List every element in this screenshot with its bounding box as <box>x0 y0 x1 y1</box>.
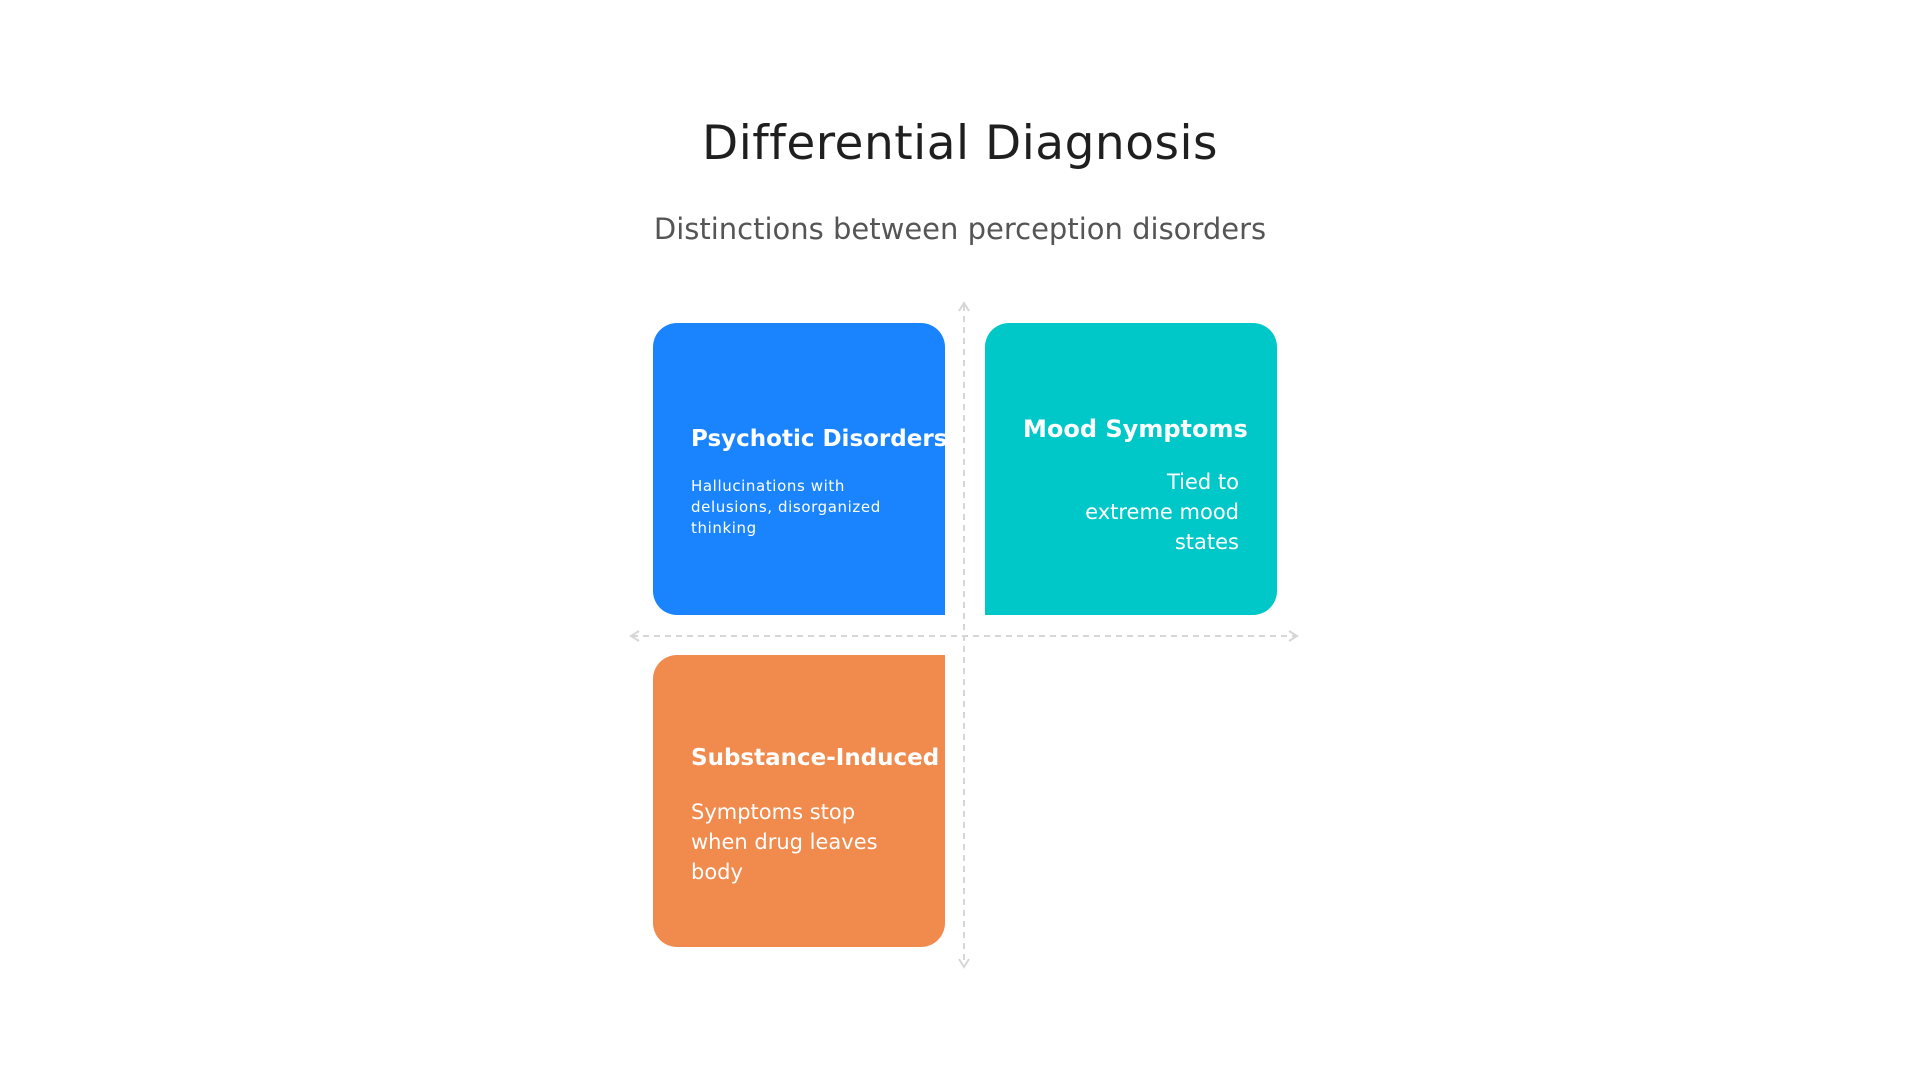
quadrant-title: Substance-Induced <box>691 745 940 771</box>
quadrant-substance-induced: Substance-Induced Symptoms stop when dru… <box>653 655 945 947</box>
horizontal-axis-left-arrow <box>629 630 640 642</box>
slide-title: Differential Diagnosis <box>702 116 1218 171</box>
quadrant-psychotic-disorders: Psychotic Disorders Hallucinations with … <box>653 323 948 615</box>
quadrant-description: Tied to extreme mood states <box>1085 470 1239 554</box>
slide-subtitle: Distinctions between perception disorder… <box>653 212 1267 246</box>
quadrant-description: Hallucinations with delusions, disorgani… <box>691 476 881 537</box>
horizontal-axis-right-arrow <box>1288 630 1299 642</box>
quadrant-title: Psychotic Disorders <box>691 425 948 452</box>
quadrant-description: Symptoms stop when drug leaves body <box>691 800 878 884</box>
horizontal-axis <box>629 630 1299 642</box>
vertical-axis-top-arrow <box>958 301 970 312</box>
quadrant-title: Mood Symptoms <box>1023 415 1248 443</box>
vertical-axis-bottom-arrow <box>958 958 970 969</box>
quadrant-mood-symptoms: Mood Symptoms Tied to extreme mood state… <box>985 323 1277 615</box>
